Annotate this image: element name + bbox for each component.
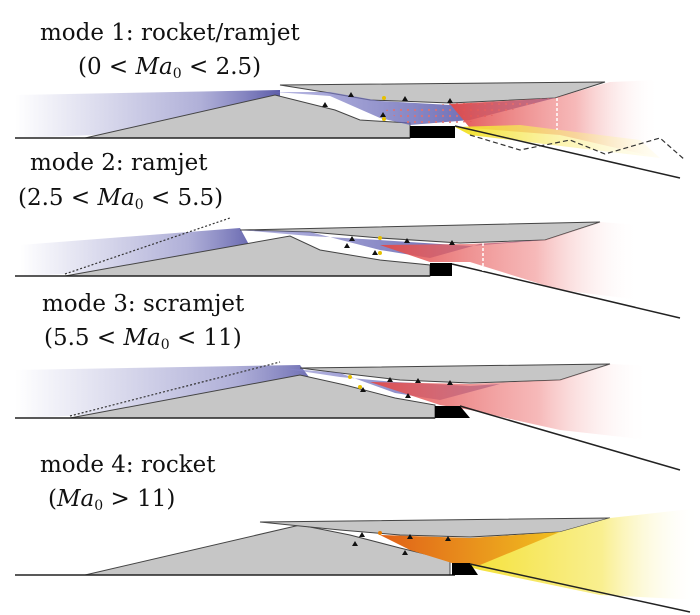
mode-4-rocket-core — [380, 532, 560, 565]
mode-4-nozzle-ramp — [469, 563, 691, 613]
mode-4-range: (Ma0 > 11) — [48, 486, 176, 514]
mode-4-rocket-block — [452, 563, 478, 575]
mode-1-injector-dot — [382, 117, 386, 121]
mode-1-diagram — [15, 80, 686, 179]
mode-1-rocket-block — [410, 126, 455, 138]
mode-2-bow-shock — [64, 217, 231, 275]
mode-3-diagram — [15, 361, 681, 471]
mode-2-nozzle-ramp — [451, 263, 681, 319]
mode-2-diagram — [15, 217, 681, 319]
mode-4-diagram — [15, 508, 700, 613]
mode-2-injector-dot — [378, 236, 382, 240]
mode-3-lower-markers — [360, 387, 411, 398]
mode-1-shock-line — [469, 134, 686, 161]
mode-2-lower-markers — [344, 243, 378, 255]
mode-3-nozzle-ramp — [459, 405, 681, 471]
mode-3-rocket-block — [435, 406, 470, 418]
mode-3-injector-dot — [348, 375, 352, 379]
mode-2-exhaust — [380, 222, 640, 300]
mode-3-bow-shock — [69, 361, 281, 417]
mode-3-exhaust — [370, 364, 650, 440]
mode-2-title: mode 2: ramjet — [30, 150, 208, 176]
mode-4-title: mode 4: rocket — [40, 452, 216, 478]
mode-1-nozzle-ramp — [454, 125, 681, 179]
mode-3-range: (5.5 < Ma0 < 11) — [44, 325, 242, 353]
mode-1-title: mode 1: rocket/ramjet — [40, 20, 300, 46]
mode-3-title: mode 3: scramjet — [42, 291, 245, 317]
mode-2-injector-dot — [378, 251, 382, 255]
mode-1-rocket-plume — [455, 125, 660, 158]
mode-4-injector-dot — [378, 531, 382, 535]
mode-2-range: (2.5 < Ma0 < 5.5) — [18, 185, 224, 213]
mode-1-range: (0 < Ma0 < 2.5) — [78, 54, 262, 82]
mode-3-injector-dot — [358, 385, 362, 389]
mode-4-rocket-plume — [455, 508, 700, 600]
mode-2-rocket-block — [430, 263, 452, 276]
mode-2-flow-band — [240, 230, 545, 258]
mode-1-injector-dot — [382, 96, 386, 100]
